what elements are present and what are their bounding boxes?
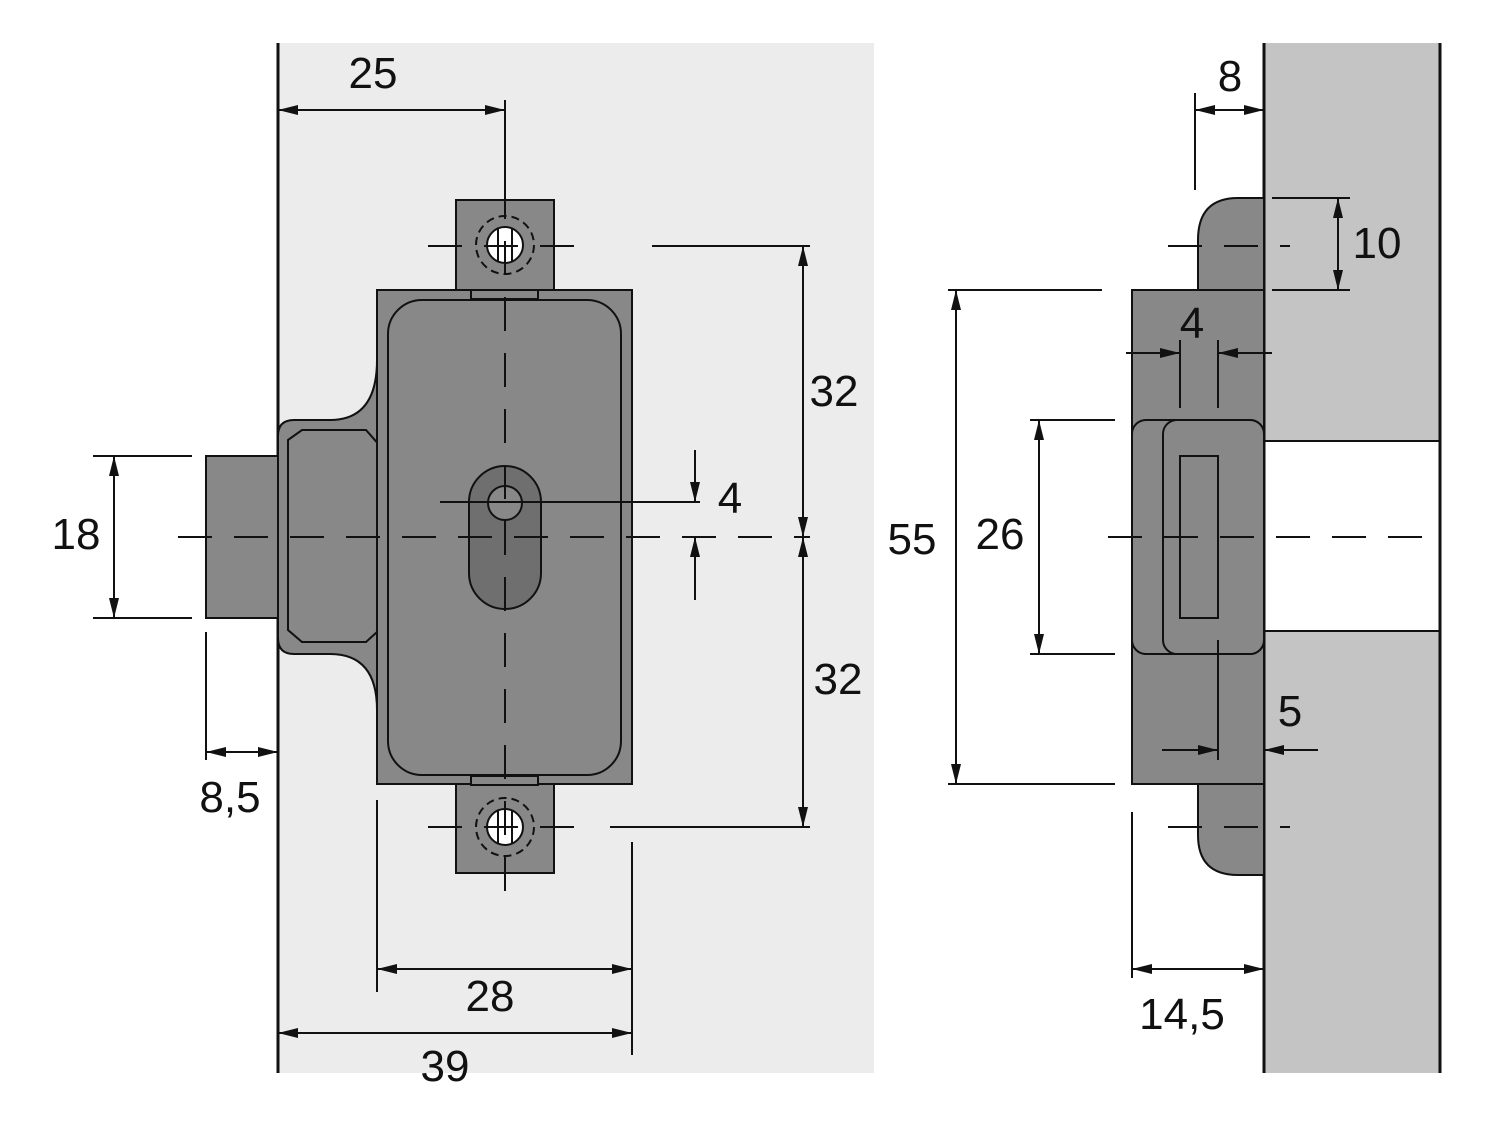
dim-18-label: 18 [52,510,101,559]
dim-28-label: 28 [466,972,515,1021]
screw-head-bottom [475,797,535,857]
dim-8-label: 8 [1218,52,1242,101]
side-panel-upper [1264,43,1440,441]
dim-55-label: 55 [888,515,937,564]
dim-26-label: 26 [976,510,1025,559]
dim-side-4-label: 4 [1180,299,1204,348]
dim-4-label: 4 [718,474,742,523]
dim-25-label: 25 [349,49,398,98]
dim-5-label: 5 [1278,687,1302,736]
dim-32-lower-label: 32 [814,655,863,704]
dim-39-label: 39 [421,1042,470,1091]
dim-14-5-label: 14,5 [1139,990,1225,1039]
dim-10-label: 10 [1353,219,1402,268]
front-view: 25 32 32 4 18 8,5 28 39 [52,43,874,1091]
dim-32-upper-label: 32 [810,367,859,416]
dim-8-5-label: 8,5 [199,773,260,822]
side-panel-lower [1264,631,1440,1073]
side-view: 8 10 4 55 26 5 14,5 [888,43,1442,1073]
